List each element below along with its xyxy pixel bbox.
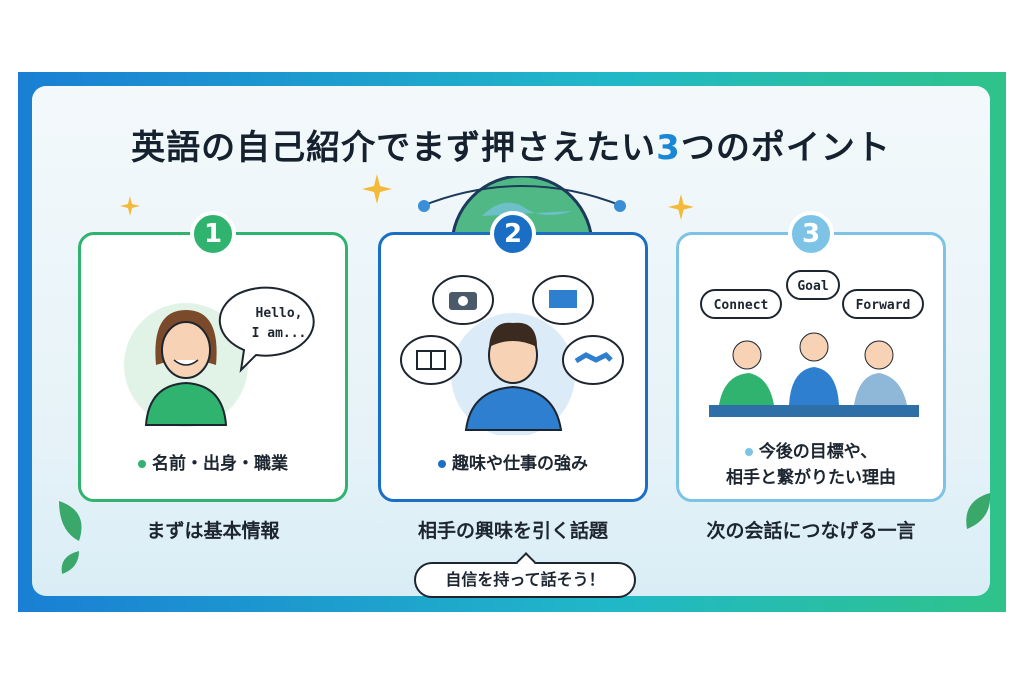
globe-icon (418, 176, 626, 246)
woman-speaking-illustration: Hello, I am... (124, 286, 315, 427)
point-bullet-2: 趣味や仕事の強み (381, 451, 645, 477)
point-number-3: 3 (788, 211, 834, 257)
page-title: 英語の自己紹介でまず押さえたい3つのポイント (32, 120, 990, 169)
point-number-1: 1 (190, 211, 236, 257)
bubble-i-am: I am... (252, 326, 307, 341)
bullet-text: 名前・出身・職業 (152, 454, 288, 474)
point-number-2: 2 (490, 211, 536, 257)
computer-icon (532, 275, 594, 325)
bullet-text: 趣味や仕事の強み (452, 454, 588, 474)
infographic-frame: 英語の自己紹介でまず押さえたい3つのポイント 1 Hello, I am... … (18, 72, 1006, 612)
infographic-panel: 英語の自己紹介でまず押さえたい3つのポイント 1 Hello, I am... … (32, 86, 991, 598)
camera-icon (432, 275, 494, 325)
bubble-hello: Hello, (256, 306, 303, 321)
point-caption-1: まずは基本情報 (146, 520, 280, 542)
bullet-dot (438, 460, 446, 468)
leaf-icon (966, 493, 991, 529)
bubble-connect: Connect (714, 298, 769, 313)
title-prefix: 英語の自己紹介でまず押さえたい (131, 128, 657, 168)
book-icon (400, 335, 462, 385)
sparkle-icon (668, 194, 694, 220)
bullet-text-line1: 今後の目標や、 (758, 442, 878, 462)
title-number: 3 (656, 128, 681, 168)
man-hobbies-illustration (400, 275, 624, 435)
bubble-forward: Forward (856, 298, 911, 313)
point-card-2: 2 趣味や仕事の強み (378, 211, 648, 502)
bullet-text-line2: 相手と繋がりたい理由 (726, 468, 896, 488)
group-conversation-illustration: Connect Goal Forward (700, 270, 924, 417)
encouragement-badge: 自信を持って話そう！ (414, 562, 636, 598)
point-card-1: 1 Hello, I am... 名前・出身・職業 (78, 211, 348, 502)
bullet-dot (744, 448, 753, 456)
leaf-icon (59, 501, 82, 574)
point-card-3: 3 Connect Goal Forward 今後の目標や、相手と繋がりたい理由 (676, 211, 946, 502)
point-bullet-3: 今後の目標や、相手と繋がりたい理由 (679, 439, 943, 491)
bullet-dot (138, 460, 146, 468)
point-bullet-1: 名前・出身・職業 (81, 451, 345, 477)
sparkle-icon (120, 196, 140, 216)
point-caption-2: 相手の興味を引く話題 (417, 520, 608, 542)
point-caption-3: 次の会話につなげる一言 (706, 520, 916, 542)
title-suffix: つのポイント (680, 128, 891, 168)
sparkle-icon (362, 174, 392, 204)
handshake-icon (562, 335, 624, 385)
bubble-goal: Goal (797, 279, 828, 294)
